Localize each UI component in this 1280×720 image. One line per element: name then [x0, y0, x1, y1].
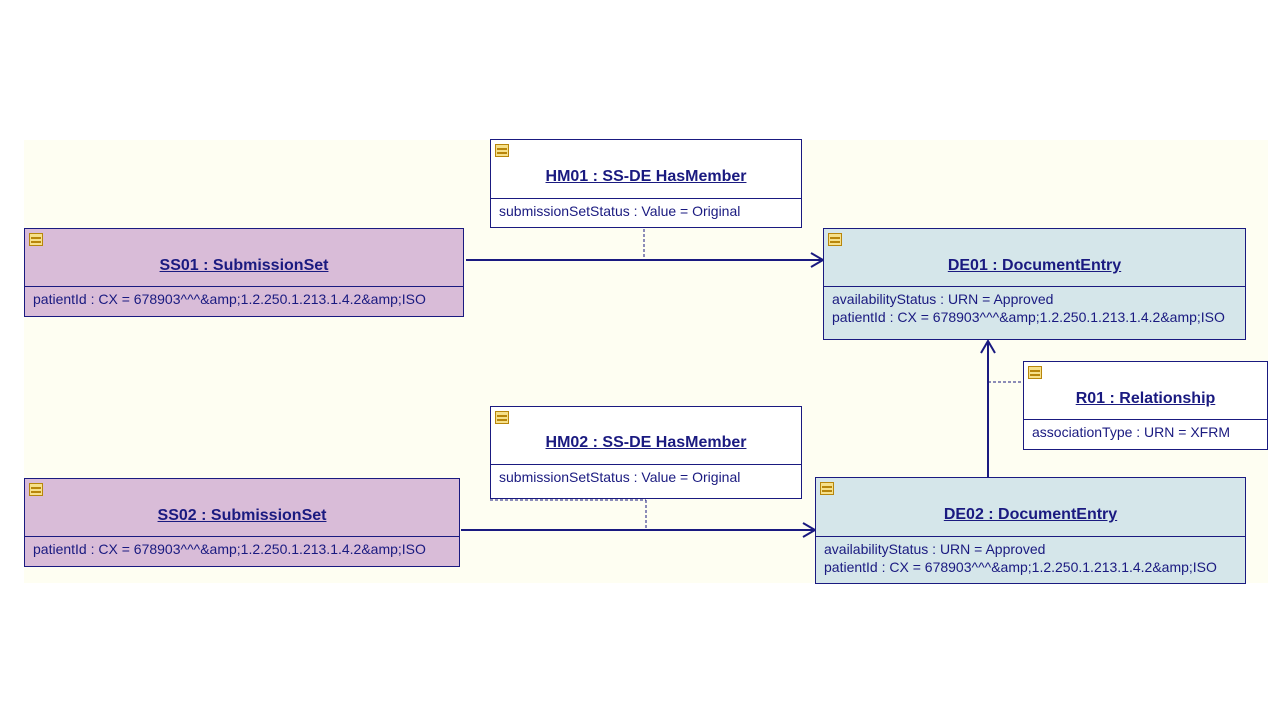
object-title: SS01 : SubmissionSet: [159, 257, 329, 274]
attribute-availability-status: availabilityStatus : URN = Approved: [824, 541, 1046, 557]
attribute-patient-id: patientId : CX = 678903^^^&amp;1.2.250.1…: [33, 541, 426, 557]
object-title: R01 : Relationship: [1075, 390, 1216, 407]
object-de02-document-entry[interactable]: DE02 : DocumentEntry availabilityStatus …: [815, 477, 1246, 584]
attribute-submission-set-status: submissionSetStatus : Value = Original: [499, 469, 741, 485]
attributes-compartment: availabilityStatus : URN = Approved pati…: [824, 286, 1245, 329]
attribute-availability-status: availabilityStatus : URN = Approved: [832, 291, 1054, 307]
object-icon: [820, 482, 834, 495]
attribute-patient-id: patientId : CX = 678903^^^&amp;1.2.250.1…: [33, 291, 426, 307]
attributes-compartment: patientId : CX = 678903^^^&amp;1.2.250.1…: [25, 286, 463, 311]
object-icon: [828, 233, 842, 246]
object-title: HM02 : SS-DE HasMember: [545, 434, 747, 451]
object-ss01-submission-set[interactable]: SS01 : SubmissionSet patientId : CX = 67…: [24, 228, 464, 317]
attributes-compartment: submissionSetStatus : Value = Original: [491, 464, 801, 489]
attributes-compartment: associationType : URN = XFRM: [1024, 419, 1267, 444]
object-title: DE01 : DocumentEntry: [947, 257, 1122, 274]
attributes-compartment: patientId : CX = 678903^^^&amp;1.2.250.1…: [25, 536, 459, 561]
object-title: HM01 : SS-DE HasMember: [545, 168, 747, 185]
object-title: SS02 : SubmissionSet: [157, 507, 327, 524]
attribute-submission-set-status: submissionSetStatus : Value = Original: [499, 203, 741, 219]
object-title: DE02 : DocumentEntry: [943, 506, 1118, 523]
attributes-compartment: submissionSetStatus : Value = Original: [491, 198, 801, 223]
arrowhead-de01-from-de02: [980, 339, 996, 354]
object-icon: [29, 233, 43, 246]
object-icon: [1028, 366, 1042, 379]
object-icon: [495, 144, 509, 157]
attribute-patient-id: patientId : CX = 678903^^^&amp;1.2.250.1…: [832, 309, 1225, 325]
object-hm02-has-member[interactable]: HM02 : SS-DE HasMember submissionSetStat…: [490, 406, 802, 499]
attribute-patient-id: patientId : CX = 678903^^^&amp;1.2.250.1…: [824, 559, 1217, 575]
object-ss02-submission-set[interactable]: SS02 : SubmissionSet patientId : CX = 67…: [24, 478, 460, 567]
attributes-compartment: availabilityStatus : URN = Approved pati…: [816, 536, 1245, 579]
object-r01-relationship[interactable]: R01 : Relationship associationType : URN…: [1023, 361, 1268, 450]
attribute-association-type: associationType : URN = XFRM: [1032, 424, 1231, 440]
object-icon: [495, 411, 509, 424]
object-de01-document-entry[interactable]: DE01 : DocumentEntry availabilityStatus …: [823, 228, 1246, 340]
object-hm01-has-member[interactable]: HM01 : SS-DE HasMember submissionSetStat…: [490, 139, 802, 228]
object-icon: [29, 483, 43, 496]
